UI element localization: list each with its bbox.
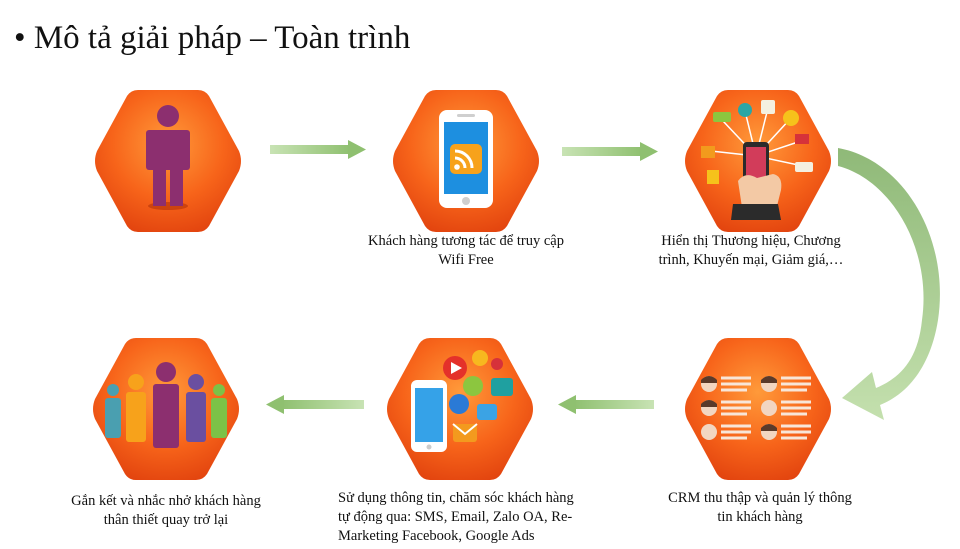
step-crm	[683, 334, 833, 484]
contact-list-icon	[701, 376, 811, 440]
phone-social-media-icon	[411, 350, 513, 452]
title-bullet: •	[14, 20, 26, 56]
arrow-3-to-4-curve	[838, 148, 940, 420]
caption-loyalty: Gắn kết và nhắc nhở khách hàng thân thiế…	[71, 493, 261, 528]
caption-wifi: Khách hàng tương tác để truy cập Wifi Fr…	[368, 233, 564, 268]
hand-phone-promotions-icon	[701, 100, 813, 220]
smartphone-wifi-icon	[439, 110, 493, 208]
title-text: Mô tả giải pháp – Toàn trình	[33, 20, 411, 56]
caption-care: Sử dụng thông tin, chăm sóc khách hàng t…	[338, 490, 574, 544]
person-icon	[146, 105, 190, 210]
step-wifi	[391, 86, 541, 236]
arrow-2-to-3	[562, 142, 658, 161]
caption-crm: CRM thu thập và quản lý thông tin khách …	[668, 490, 852, 525]
step-loyalty	[91, 334, 241, 484]
caption-display: Hiển thị Thương hiệu, Chương trình, Khuy…	[658, 233, 844, 268]
slide-title: • Mô tả giải pháp – Toàn trình	[14, 18, 410, 58]
step-display	[683, 86, 833, 236]
arrow-4-to-5	[558, 395, 654, 414]
arrow-1-to-2	[270, 140, 366, 159]
step-care	[385, 334, 535, 484]
people-group-icon	[105, 362, 227, 448]
arrow-5-to-6	[266, 395, 364, 414]
step-customer	[93, 86, 243, 236]
